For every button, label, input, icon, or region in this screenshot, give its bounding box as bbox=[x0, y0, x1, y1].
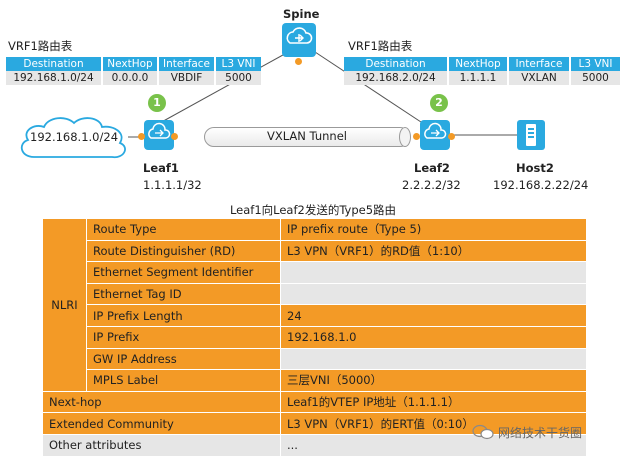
header-l3vni: L3 VNI bbox=[570, 57, 620, 71]
cell-l3vni: 5000 bbox=[570, 71, 620, 85]
right-route-table: Destination NextHop Interface L3 VNI 192… bbox=[344, 57, 620, 85]
leaf1-name: Leaf1 bbox=[143, 161, 179, 175]
value-ethernet-tag bbox=[280, 282, 587, 306]
cell-destination: 192.168.2.0/24 bbox=[344, 71, 449, 85]
leaf1-left-port-dot bbox=[138, 133, 145, 140]
leaf1-ip: 1.1.1.1/32 bbox=[143, 178, 202, 192]
watermark-text: 网络技术干货圈 bbox=[498, 426, 583, 440]
cell-nexthop: 1.1.1.1 bbox=[448, 71, 509, 85]
table-row: NLRI Route Type IP prefix route（Type 5) bbox=[42, 218, 587, 392]
cell-destination: 192.168.1.0/24 bbox=[6, 71, 103, 85]
leaf2-ip: 2.2.2.2/32 bbox=[402, 178, 461, 192]
table-row: IP Prefix Length 24 bbox=[43, 304, 587, 327]
field-route-type: Route Type bbox=[86, 218, 281, 241]
network-cloud-icon bbox=[20, 117, 126, 159]
field-gw-ip: GW IP Address bbox=[86, 347, 281, 371]
leaf2-name: Leaf2 bbox=[414, 161, 450, 175]
spine-label: Spine bbox=[283, 7, 320, 21]
header-nexthop: NextHop bbox=[448, 57, 509, 71]
cell-interface: VBDIF bbox=[158, 71, 217, 85]
field-prefix-length: IP Prefix Length bbox=[86, 304, 281, 327]
cell-interface: VXLAN bbox=[508, 71, 571, 85]
leaf1-right-port-dot bbox=[171, 133, 178, 140]
route-caption: Leaf1向Leaf2发送的Type5路由 bbox=[229, 203, 397, 217]
leaf1-router-icon[interactable] bbox=[144, 120, 174, 150]
field-mpls-label: MPLS Label bbox=[86, 369, 281, 392]
table-row: GW IP Address bbox=[43, 347, 587, 371]
value-ip-prefix: 192.168.1.0 bbox=[280, 325, 587, 349]
host2-ip: 192.168.2.22/24 bbox=[493, 178, 589, 192]
vxlan-tunnel: VXLAN Tunnel bbox=[204, 127, 411, 147]
cell-l3vni: 5000 bbox=[215, 71, 262, 85]
field-esi: Ethernet Segment Identifier bbox=[86, 261, 281, 284]
cloud-subnet-label: 192.168.1.0/24 bbox=[30, 130, 119, 144]
leaf2-router-icon[interactable] bbox=[420, 120, 450, 150]
table-row: Other attributes ... bbox=[42, 433, 587, 457]
host2-name: Host2 bbox=[516, 161, 554, 175]
header-nexthop: NextHop bbox=[102, 57, 159, 71]
right-table-title: VRF1路由表 bbox=[348, 39, 413, 53]
nlri-label: NLRI bbox=[42, 218, 87, 392]
leaf2-left-port-dot bbox=[413, 133, 420, 140]
table-row: Next-hop Leaf1的VTEP IP地址（1.1.1.1） bbox=[42, 390, 587, 414]
header-l3vni: L3 VNI bbox=[215, 57, 262, 71]
spine-router-icon[interactable] bbox=[282, 23, 316, 57]
table-row: Extended Community L3 VPN（VRF1）的ERT值（0:1… bbox=[42, 412, 587, 435]
header-destination: Destination bbox=[6, 57, 103, 71]
tunnel-label: VXLAN Tunnel bbox=[267, 129, 347, 143]
left-table-title: VRF1路由表 bbox=[8, 39, 73, 53]
value-next-hop: Leaf1的VTEP IP地址（1.1.1.1） bbox=[280, 390, 587, 414]
leaf1-step-badge: 1 bbox=[148, 94, 166, 112]
tunnel-end-cap bbox=[399, 127, 411, 147]
value-mpls-label: 三层VNI（5000） bbox=[280, 369, 587, 392]
value-prefix-length: 24 bbox=[280, 304, 587, 327]
wechat-icon bbox=[472, 424, 494, 440]
leaf2-right-port-dot bbox=[448, 133, 455, 140]
cell-nexthop: 0.0.0.0 bbox=[102, 71, 159, 85]
header-destination: Destination bbox=[344, 57, 449, 71]
table-row: Ethernet Tag ID bbox=[43, 282, 587, 306]
field-extended-community: Extended Community bbox=[42, 412, 281, 435]
table-row: Route Distinguisher (RD) L3 VPN（VRF1）的RD… bbox=[43, 239, 587, 263]
table-row: Ethernet Segment Identifier bbox=[43, 261, 587, 284]
value-extended-community: L3 VPN（VRF1）的ERT值（0:10） bbox=[280, 412, 587, 435]
field-rd: Route Distinguisher (RD) bbox=[86, 239, 281, 263]
field-other-attributes: Other attributes bbox=[42, 433, 281, 457]
value-esi bbox=[280, 261, 587, 284]
left-route-table: Destination NextHop Interface L3 VNI 192… bbox=[6, 57, 262, 85]
table-row: MPLS Label 三层VNI（5000） bbox=[43, 369, 587, 392]
value-other-attributes: ... bbox=[280, 433, 587, 457]
field-next-hop: Next-hop bbox=[42, 390, 281, 414]
host2-server-icon[interactable] bbox=[517, 120, 545, 150]
header-interface: Interface bbox=[158, 57, 217, 71]
topology-links bbox=[128, 49, 520, 138]
value-rd: L3 VPN（VRF1）的RD值（1:10） bbox=[280, 239, 587, 263]
value-route-type: IP prefix route（Type 5) bbox=[280, 218, 587, 241]
table-row: IP Prefix 192.168.1.0 bbox=[43, 325, 587, 349]
field-ethernet-tag: Ethernet Tag ID bbox=[86, 282, 281, 306]
field-ip-prefix: IP Prefix bbox=[86, 325, 281, 349]
header-interface: Interface bbox=[508, 57, 571, 71]
leaf2-step-badge: 2 bbox=[430, 94, 448, 112]
spine-port-dot bbox=[295, 58, 302, 65]
type5-route-table: NLRI Route Type IP prefix route（Type 5) … bbox=[42, 218, 587, 457]
value-gw-ip bbox=[280, 347, 587, 371]
